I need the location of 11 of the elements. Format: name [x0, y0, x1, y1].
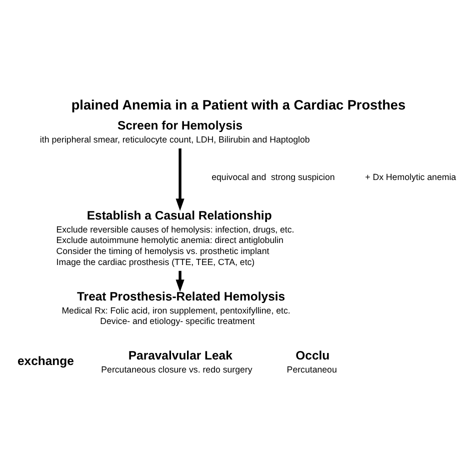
node-text: Screen for Hemolysis ith peripheral smear, reticulocyte count, LDH, Bilirubin and Haptoglob — [40, 118, 310, 144]
node-text: Occlu Percutaneou — [286, 348, 337, 374]
diagram-title: plained Anemia in a Patient with a Cardiac Prosthes — [71, 97, 406, 112]
arrow — [176, 148, 184, 210]
node-text: exchange — [18, 353, 74, 368]
label: equivocal and strong suspicion — [212, 171, 335, 182]
label: + Dx Hemolytic anemia — [365, 171, 456, 182]
node-text: Establish a Casual Relationship Exclude reversible causes of hemolysis: infection, drugs, etc. Exclude autoimmune hemolytic anemia: direct antiglobulin Consider the timing of hemolysis vs. prosthetic implant Image the cardiac prosthesis (TTE, TEE, CTA, etc) — [56, 208, 294, 266]
node-text: Treat Prosthesis-Related Hemolysis Medical Rx: Folic acid, iron supplement, pentoxifylline, etc. Device- and etiology- specific treatment — [62, 288, 290, 326]
node-text: Paravalvular Leak Percutaneous closure vs. redo surgery — [101, 348, 252, 374]
arrow — [176, 270, 184, 292]
